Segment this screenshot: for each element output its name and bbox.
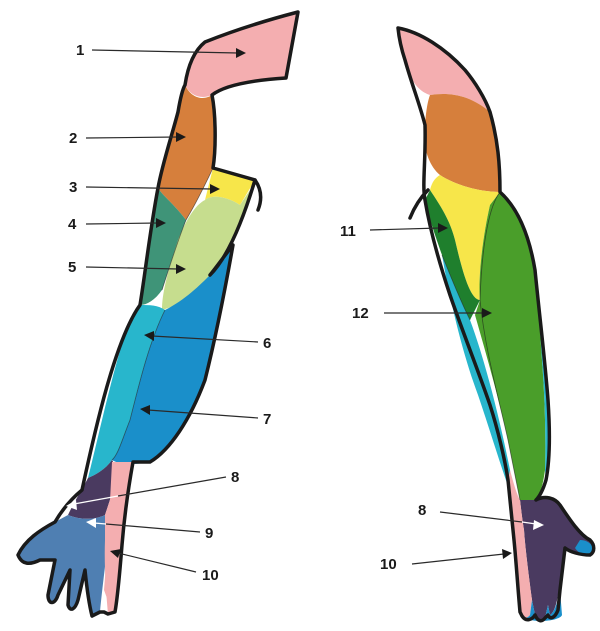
label-6: 6 <box>263 335 271 352</box>
anterior-arm <box>18 12 298 616</box>
label-1: 1 <box>76 42 84 59</box>
label-10-left: 10 <box>202 567 219 584</box>
label-2: 2 <box>69 130 77 147</box>
label-8-right: 8 <box>418 502 426 519</box>
label-10-right: 10 <box>380 556 397 573</box>
label-9: 9 <box>205 525 213 542</box>
label-11: 11 <box>340 223 356 240</box>
leader-line-8 <box>118 477 226 496</box>
label-12: 12 <box>352 305 369 322</box>
leader-line-10-right <box>412 554 504 564</box>
axillary-fold-line <box>255 180 261 210</box>
label-5: 5 <box>68 259 76 276</box>
posterior-arm <box>398 28 594 621</box>
leader-line-2 <box>86 137 178 138</box>
region-green-posterior <box>475 192 545 500</box>
label-4: 4 <box>68 216 77 233</box>
leader-line-4 <box>86 223 158 224</box>
region-steelblue-hand-anterior <box>18 515 108 616</box>
label-8: 8 <box>231 469 239 486</box>
label-7: 7 <box>263 411 271 428</box>
arrowhead-10-right <box>502 549 512 559</box>
label-3: 3 <box>69 179 77 196</box>
leader-line-10-left <box>118 553 196 572</box>
